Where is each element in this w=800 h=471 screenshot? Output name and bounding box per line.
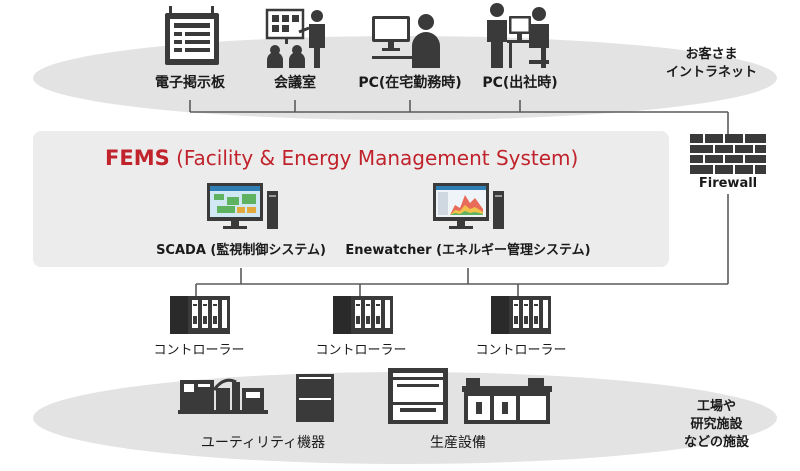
production-equipment-label: 生産設備 — [430, 435, 486, 451]
fems-panel — [33, 131, 669, 267]
intranet-zone — [33, 36, 777, 120]
utility-equipment-icon — [178, 374, 334, 422]
utility-equipment-label: ユーティリティ機器 — [200, 435, 326, 451]
facility-label-line3: などの施設 — [684, 435, 750, 450]
facility-label-line1: 工場や — [697, 399, 737, 414]
controller-icon — [491, 296, 551, 334]
meeting-room-label: 会議室 — [274, 75, 316, 91]
fems-title-full: (Facility & Energy Management System) — [176, 146, 579, 170]
fems-title-acronym: FEMS — [105, 146, 170, 170]
facility-side-label: 工場や 研究施設 などの施設 — [684, 398, 749, 452]
firewall-label: Firewall — [698, 176, 758, 191]
enewatcher-label: Enewatcher (エネルギー管理システム) — [345, 239, 590, 258]
enewatcher-monitor-icon — [433, 183, 504, 229]
production-equipment-icon — [388, 368, 552, 424]
pc-office-icon — [487, 3, 549, 68]
intranet-label-line2: イントラネット — [666, 65, 758, 80]
firewall-brick-icon — [690, 134, 766, 174]
pc-office-label: PC(出社時) — [482, 75, 558, 91]
enewatcher-name: Enewatcher — [345, 243, 432, 258]
fems-title: FEMS (Facility & Energy Management Syste… — [105, 146, 578, 170]
intranet-label-line1: お客さま — [685, 47, 738, 62]
enewatcher-detail: (エネルギー管理システム) — [436, 243, 591, 258]
scada-label: SCADA (監視制御システム) — [156, 239, 326, 258]
pc-remote-work-icon — [372, 14, 440, 68]
pc-remote-label: PC(在宅勤務時) — [358, 75, 462, 91]
scada-detail: (監視制御システム) — [210, 243, 326, 258]
controller-label-1: コントローラー — [153, 343, 245, 358]
controller-icon — [333, 296, 393, 334]
controller-label-2: コントローラー — [315, 343, 407, 358]
intranet-side-label: お客さま イントラネット — [666, 46, 757, 82]
meeting-room-icon — [265, 8, 325, 68]
notice-board-label: 電子掲示板 — [155, 75, 225, 91]
controller-icon — [170, 296, 230, 334]
scada-name: SCADA — [156, 243, 206, 258]
facility-label-line2: 研究施設 — [690, 417, 743, 432]
notice-board-icon — [165, 6, 219, 65]
scada-monitor-icon — [207, 183, 278, 229]
controller-label-3: コントローラー — [475, 343, 567, 358]
